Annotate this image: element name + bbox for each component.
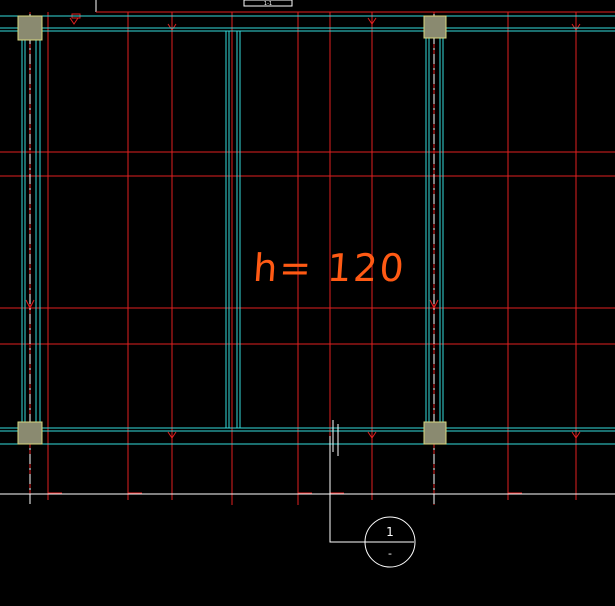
top-tag-label: 1-1 (264, 1, 272, 7)
slab-thickness-annotation: h= 120 (252, 246, 408, 290)
columns (17, 15, 447, 445)
section-marker-number: 1 (386, 525, 394, 539)
section-marker-circle (364, 516, 416, 568)
column-top-left (17, 15, 43, 41)
red-tick-marks (25, 17, 581, 439)
column-top-right (423, 15, 447, 39)
section-marker-sub: - (388, 547, 392, 560)
red-grid-horizontal (0, 151, 615, 345)
column-bottom-right (423, 421, 447, 445)
top-tag-box (243, 0, 293, 7)
column-bottom-left (17, 421, 43, 445)
top-frame: 1-1 (71, 0, 615, 19)
red-bottom-marks (47, 486, 522, 494)
section-cut (329, 420, 416, 568)
cyan-beams (0, 15, 615, 445)
